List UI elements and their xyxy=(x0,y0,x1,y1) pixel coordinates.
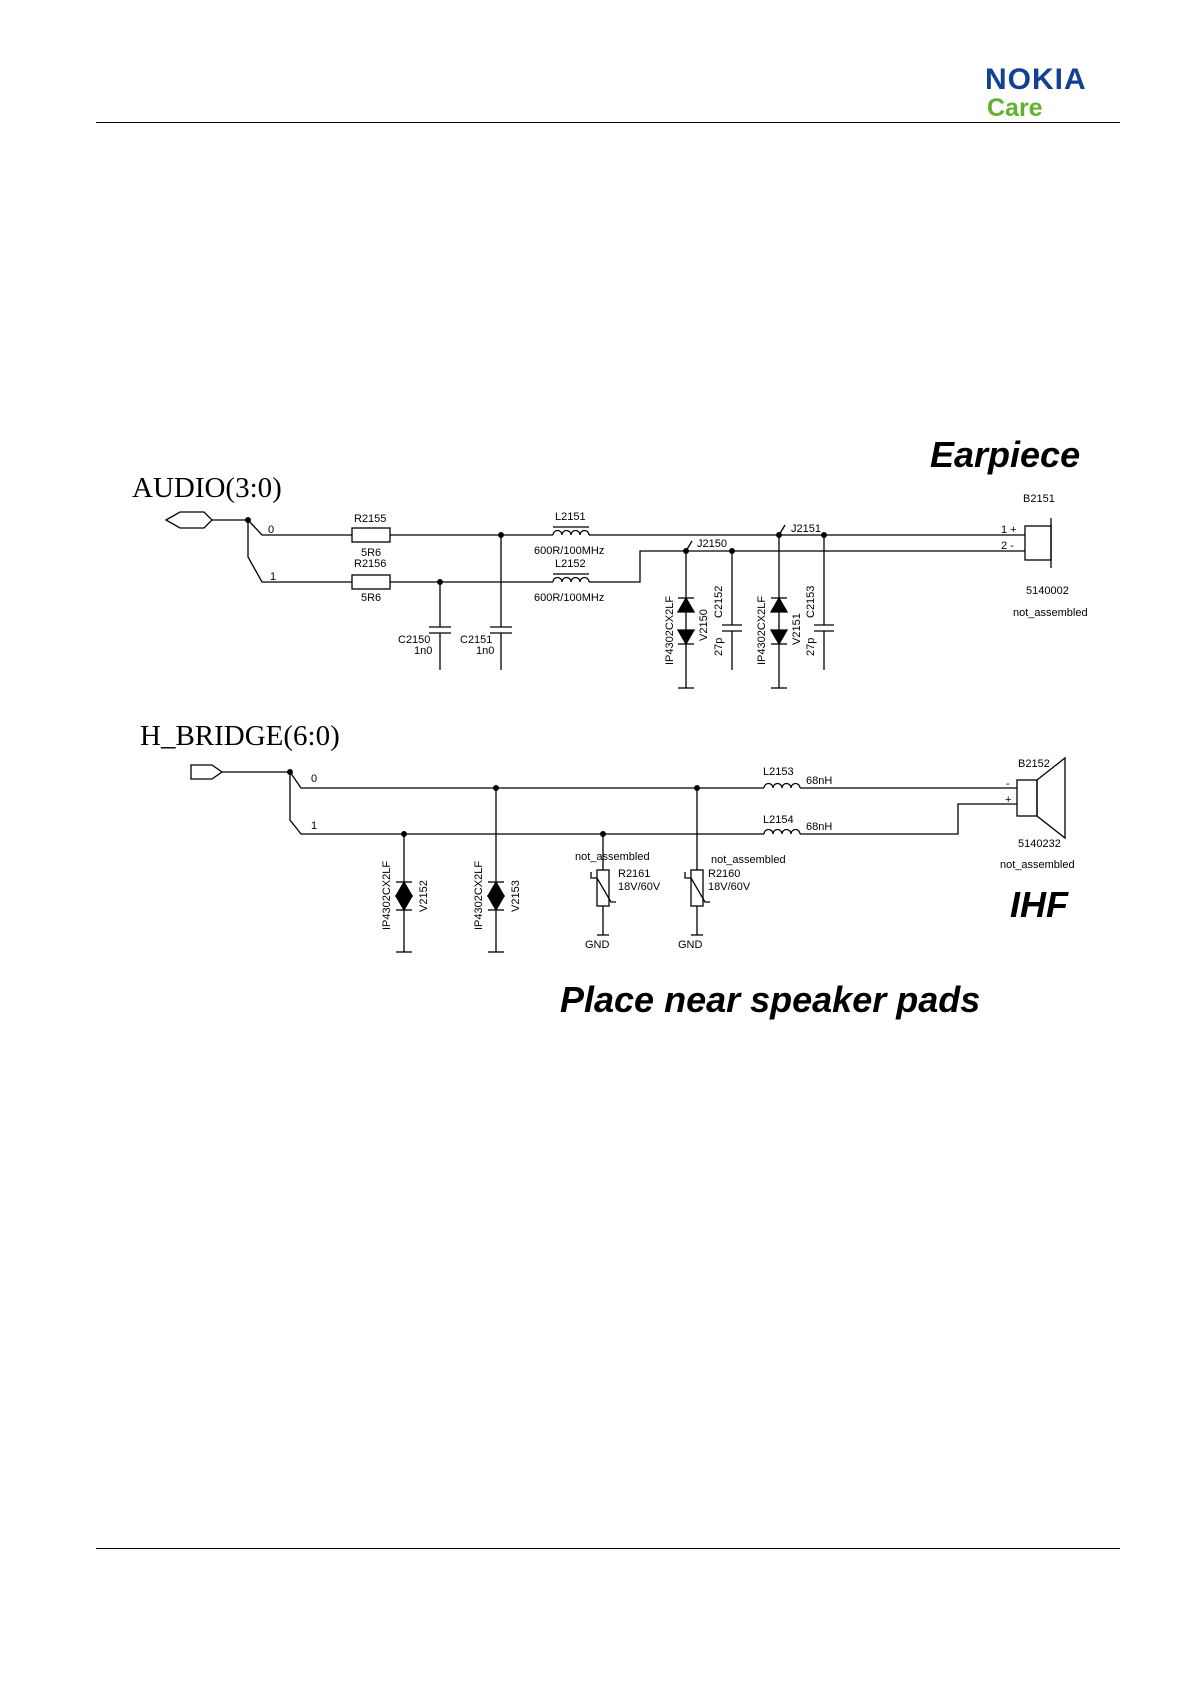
l2153-symbol xyxy=(763,782,801,789)
audio-pin-0: 0 xyxy=(268,524,274,536)
v2151-ref: V2151 xyxy=(791,613,803,645)
ihf-title: IHF xyxy=(1010,884,1069,925)
l2153-value: 68nH xyxy=(806,775,832,787)
hbridge-pin-1: 1 xyxy=(311,820,317,832)
v2151-symbol xyxy=(769,535,789,689)
c2153-ref: C2153 xyxy=(805,586,817,618)
v2150-part: IP4302CX2LF xyxy=(664,596,676,665)
b2152-pin-minus: - xyxy=(1006,778,1010,790)
b2152-code: 5140232 xyxy=(1018,838,1061,850)
ihf-net-wires xyxy=(800,787,1017,835)
l2151-value: 600R/100MHz xyxy=(534,545,604,557)
earpiece-title: Earpiece xyxy=(930,434,1080,475)
j2150-label: J2150 xyxy=(697,538,727,550)
v2151-part: IP4302CX2LF xyxy=(756,596,768,665)
audio-junctions xyxy=(245,517,827,585)
c2151-ref: C2151 xyxy=(460,634,492,646)
v2152-ref: V2152 xyxy=(418,880,430,912)
c2150-symbol xyxy=(429,582,451,670)
c2152-symbol xyxy=(722,551,742,670)
v2150-ref: V2150 xyxy=(698,609,710,641)
b2151-pin2: 2 - xyxy=(1001,540,1014,552)
l2154-value: 68nH xyxy=(806,821,832,833)
b2151-code: 5140002 xyxy=(1026,585,1069,597)
c2153-symbol xyxy=(814,535,834,670)
l2152-ref: L2152 xyxy=(555,558,586,570)
nokia-care-logo: NOKIA Care xyxy=(985,63,1120,123)
audio-bus-port xyxy=(164,511,248,529)
l2154-ref: L2154 xyxy=(763,814,794,826)
r2155-value: 5R6 xyxy=(361,547,381,559)
r2160-varistor-symbol xyxy=(684,788,710,936)
b2152-ref: B2152 xyxy=(1018,758,1050,770)
ihf-junctions xyxy=(287,769,700,837)
r2161-value: 18V/60V xyxy=(618,881,661,893)
v2153-ref: V2153 xyxy=(510,880,522,912)
r2155-ref: R2155 xyxy=(354,513,386,525)
v2150-symbol xyxy=(676,551,696,689)
hbridge-bus-label: H_BRIDGE(6:0) xyxy=(140,720,340,752)
v2153-symbol xyxy=(486,788,506,953)
b2151-ref: B2151 xyxy=(1023,493,1055,505)
b2152-speaker-symbol xyxy=(1016,756,1066,840)
hbridge-bus-entries xyxy=(289,771,764,835)
j2151-label: J2151 xyxy=(791,523,821,535)
l2154-symbol xyxy=(763,828,801,835)
r2161-varistor-symbol xyxy=(590,834,616,936)
l2153-ref: L2153 xyxy=(763,766,794,778)
c2150-ref: C2150 xyxy=(398,634,430,646)
b2151-pin1: 1 + xyxy=(1001,524,1017,536)
c2152-ref: C2152 xyxy=(713,586,725,618)
b2151-earpiece-symbol xyxy=(1024,518,1052,568)
l2152-symbol xyxy=(552,573,590,583)
r2161-gnd: GND xyxy=(585,939,610,951)
v2152-symbol xyxy=(394,834,414,953)
v2152-part: IP4302CX2LF xyxy=(381,861,393,930)
c2150-value: 1n0 xyxy=(414,645,432,657)
l2151-symbol xyxy=(552,526,590,536)
r2155-symbol xyxy=(351,527,391,543)
r2160-ref: R2160 xyxy=(708,868,740,880)
footer-rule xyxy=(96,1548,1120,1549)
logo-brand: NOKIA xyxy=(985,63,1087,96)
audio-net-1-wires xyxy=(390,550,1025,583)
r2156-ref: R2156 xyxy=(354,558,386,570)
l2152-value: 600R/100MHz xyxy=(534,592,604,604)
b2151-status: not_assembled xyxy=(1013,607,1088,619)
c2151-symbol xyxy=(490,535,512,670)
header-rule xyxy=(96,122,1120,123)
b2152-status: not_assembled xyxy=(1000,859,1075,871)
r2156-symbol xyxy=(351,574,391,590)
v2153-part: IP4302CX2LF xyxy=(473,861,485,930)
hbridge-bus-port xyxy=(190,764,290,780)
r2160-gnd: GND xyxy=(678,939,703,951)
r2160-value: 18V/60V xyxy=(708,881,751,893)
r2160-status: not_assembled xyxy=(711,854,786,866)
hbridge-pin-0: 0 xyxy=(311,773,317,785)
c2151-value: 1n0 xyxy=(476,645,494,657)
r2156-value: 5R6 xyxy=(361,592,381,604)
b2152-pin-plus: + xyxy=(1005,794,1011,806)
r2161-ref: R2161 xyxy=(618,868,650,880)
placement-note: Place near speaker pads xyxy=(560,979,980,1020)
r2161-status: not_assembled xyxy=(575,851,650,863)
l2151-ref: L2151 xyxy=(555,511,586,523)
logo-subbrand: Care xyxy=(987,94,1043,122)
c2153-value: 27p xyxy=(805,638,817,656)
c2152-value: 27p xyxy=(713,638,725,656)
audio-pin-1: 1 xyxy=(270,571,276,583)
audio-bus-label: AUDIO(3:0) xyxy=(132,472,282,504)
audio-bus-entries xyxy=(247,519,352,583)
